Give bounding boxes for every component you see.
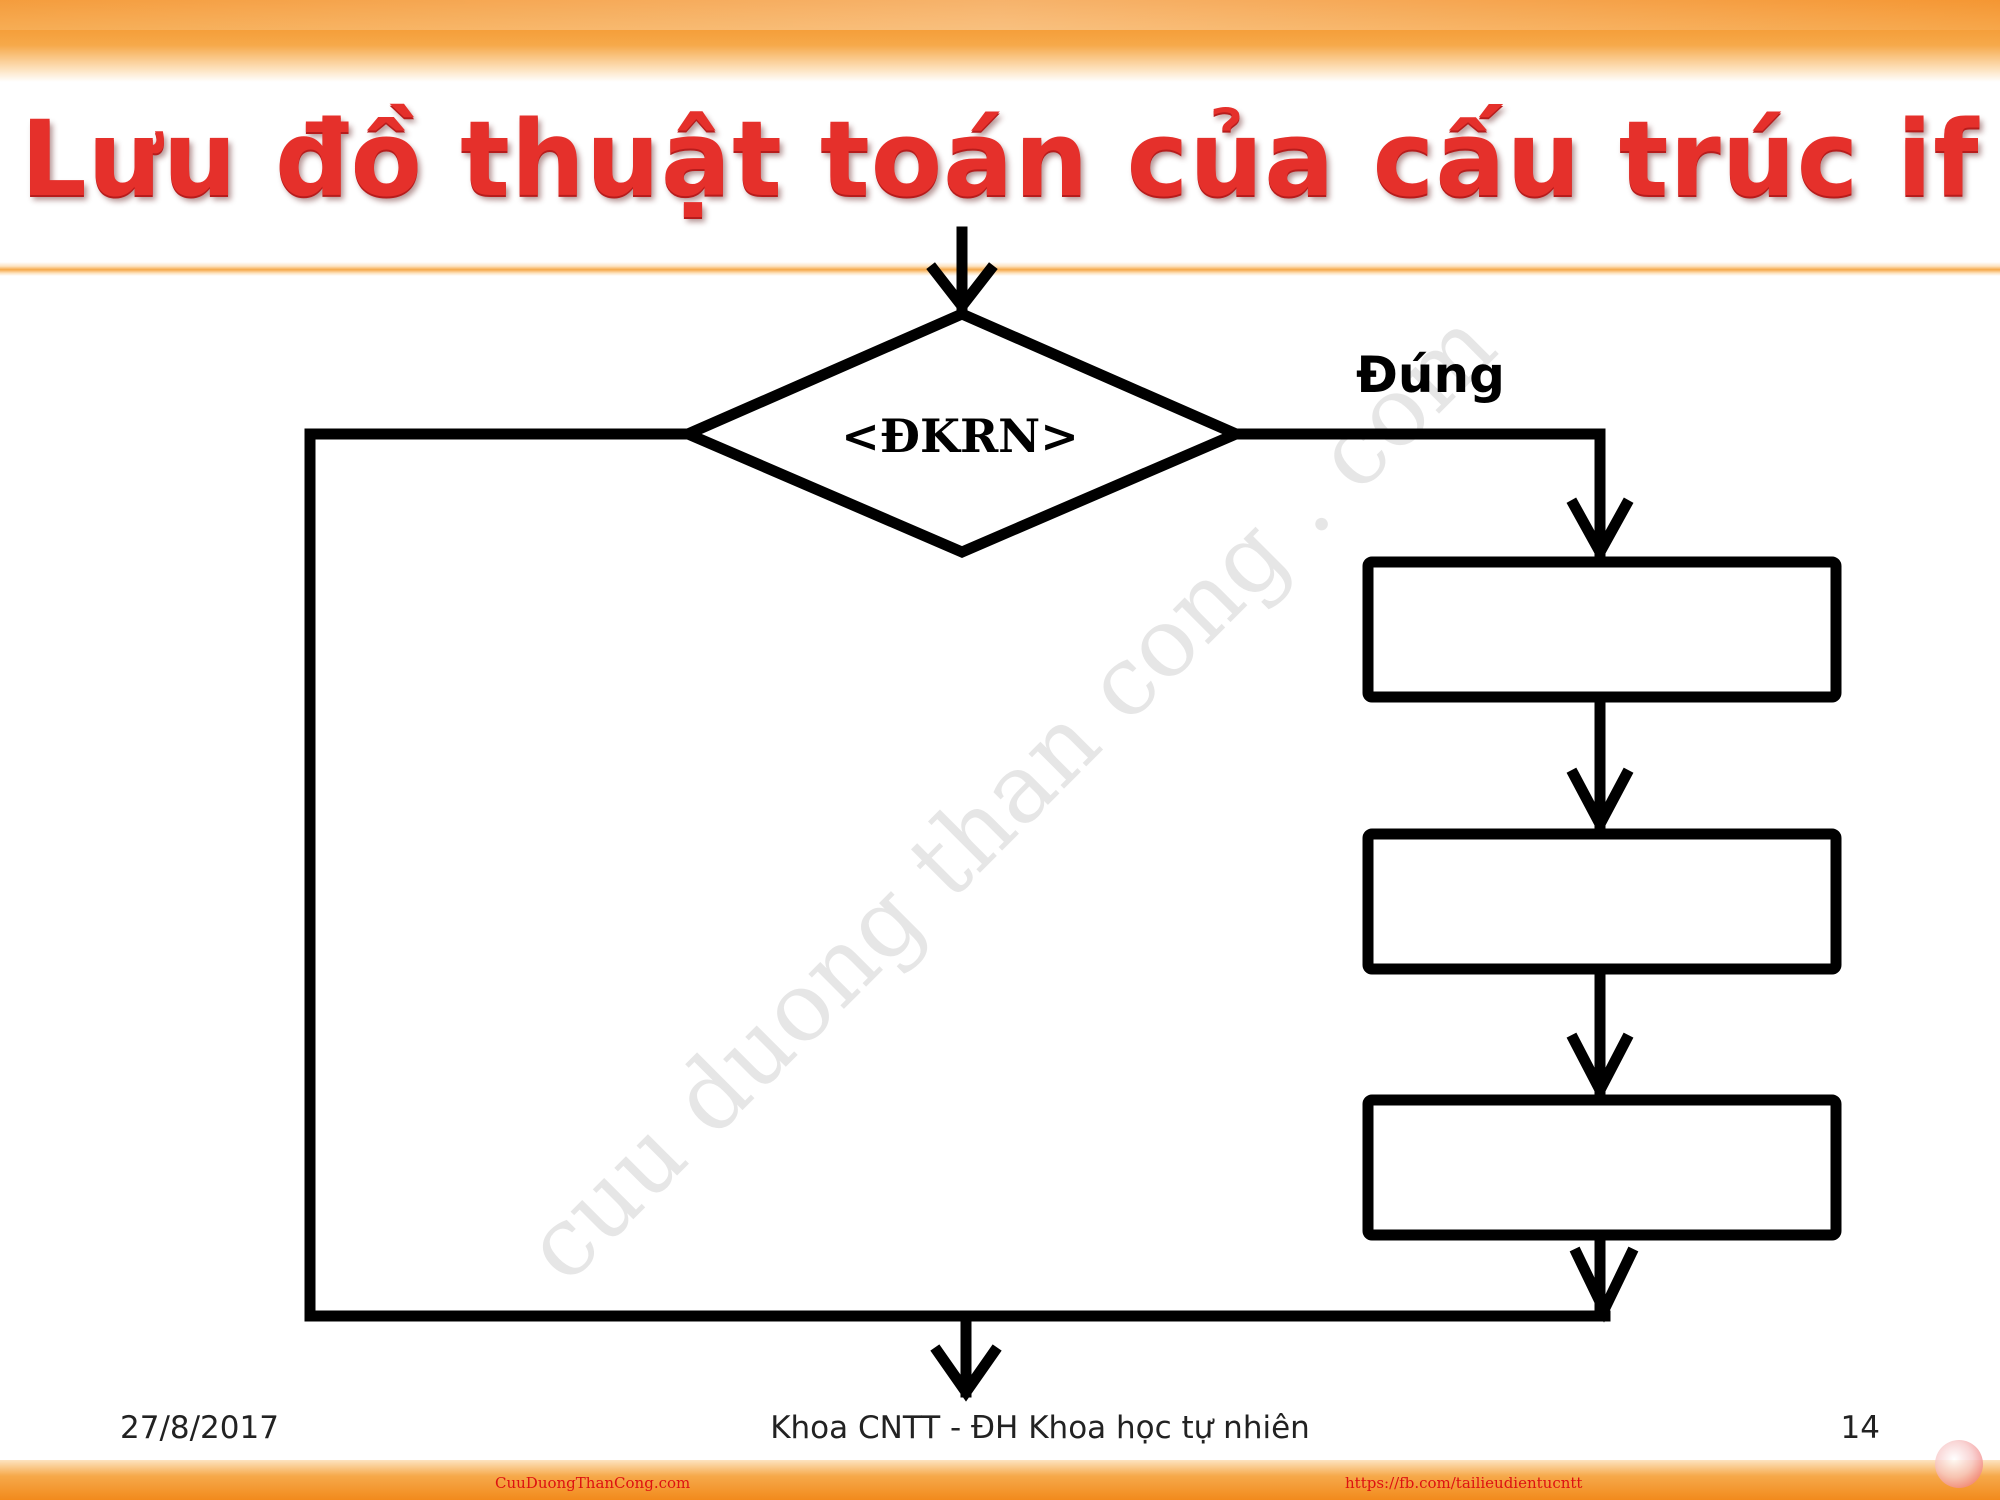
header-band (0, 0, 2000, 82)
false-branch-line (304, 428, 1611, 1322)
footer-institution: Khoa CNTT - ĐH Khoa học tự nhiên (770, 1410, 1310, 1446)
slide-title: Lưu đồ thuật toán của cấu trúc if (20, 98, 1980, 220)
connector-2-3-head (1566, 1032, 1634, 1102)
true-arrow-head (1566, 497, 1634, 564)
title-divider (0, 262, 2000, 276)
statement-box-2 (1362, 828, 1842, 975)
condition-diamond (674, 307, 1250, 558)
statement-box-1 (1362, 556, 1842, 703)
condition-label: <ĐKRN> (841, 409, 1079, 463)
footer-link-right[interactable]: https://fb.com/tailieudientucntt (1345, 1474, 1583, 1492)
exit-arrow-head (930, 1344, 1002, 1402)
true-branch-line (1230, 428, 1606, 558)
page-number: 14 (1840, 1410, 1880, 1446)
entry-arrow-head (926, 262, 998, 315)
connector-3-merge-head (1569, 1246, 1639, 1323)
statement-box-3 (1362, 1094, 1842, 1241)
footer-date: 27/8/2017 (120, 1410, 279, 1446)
connector-1-2-head (1566, 767, 1634, 836)
true-branch-label: Đúng (1356, 346, 1505, 404)
logo-icon (1935, 1440, 1983, 1488)
footer-link-left[interactable]: CuuDuongThanCong.com (495, 1474, 691, 1492)
footer-band (0, 1460, 2000, 1500)
